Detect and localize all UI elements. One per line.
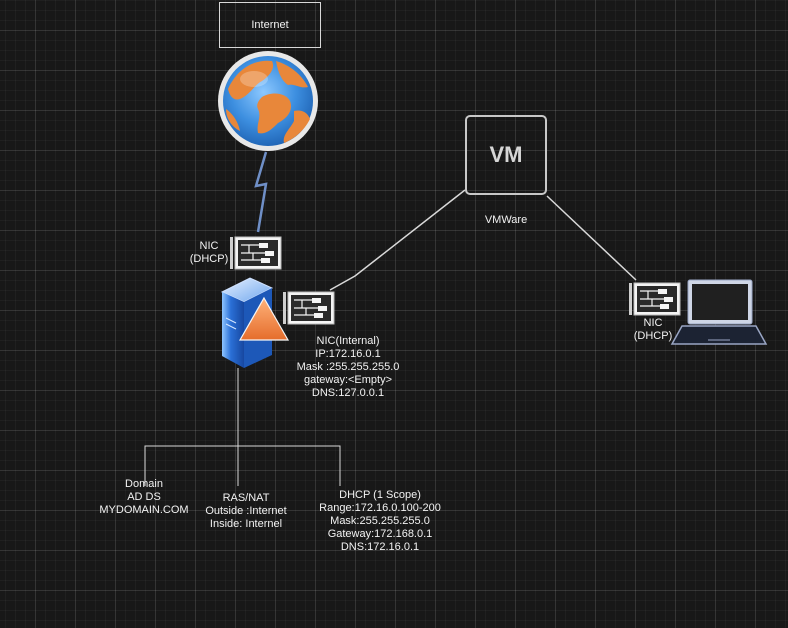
internet-node: Internet <box>219 2 321 48</box>
nic-external-line2: (DHCP) <box>189 253 229 265</box>
role-dhcp-line5: DNS:172.16.0.1 <box>340 541 420 553</box>
nic-external-label: NIC (DHCP) <box>186 240 232 266</box>
nic-internal-line4: gateway:<Empty> <box>303 374 393 386</box>
nic-client-line1: NIC <box>643 317 663 329</box>
nat-triangle-icon <box>238 296 290 341</box>
server-icon <box>220 277 290 368</box>
vm-to-laptop-line <box>546 195 637 281</box>
role-dhcp-line3: Mask:255.255.255.0 <box>330 515 430 527</box>
role-dhcp-label: DHCP (1 Scope) Range:172.16.0.100-200 Ma… <box>310 489 450 554</box>
role-rasnat-label: RAS/NAT Outside :Internet Inside: Intern… <box>196 492 296 531</box>
laptop-icon <box>670 279 768 345</box>
vm-to-server-line <box>329 189 466 291</box>
role-domain-line2: AD DS <box>127 491 161 503</box>
roles-branch-line <box>144 445 341 486</box>
nic-internal-line1: NIC(Internal) <box>316 335 380 347</box>
role-rasnat-line3: Inside: Internel <box>209 518 283 530</box>
role-dhcp-line2: Range:172.16.0.100-200 <box>319 502 441 514</box>
nic-internal-label: NIC(Internal) IP:172.16.0.1 Mask :255.25… <box>288 335 408 400</box>
role-dhcp-line4: Gateway:172.168.0.1 <box>327 528 433 540</box>
role-domain-line1: Domain <box>125 478 163 490</box>
nic-client-label: NIC (DHCP) <box>630 317 676 343</box>
connection-lines <box>144 189 637 486</box>
nic-client-line2: (DHCP) <box>633 330 673 342</box>
nic-external-card-icon <box>229 236 282 270</box>
role-domain-line3: MYDOMAIN.COM <box>99 504 189 516</box>
nic-external-line1: NIC <box>199 240 219 252</box>
nic-client-card-icon <box>628 282 681 316</box>
vm-node: VM <box>465 115 547 195</box>
vm-label: VM <box>489 142 523 167</box>
role-domain-label: Domain AD DS MYDOMAIN.COM <box>92 478 196 517</box>
nic-internal-line2: IP:172.16.0.1 <box>315 348 381 360</box>
nic-internal-line5: DNS:127.0.0.1 <box>311 387 385 399</box>
role-rasnat-line1: RAS/NAT <box>222 492 270 504</box>
internet-label: Internet <box>251 19 289 31</box>
role-dhcp-line1: DHCP (1 Scope) <box>339 489 421 501</box>
nic-internal-line3: Mask :255.255.255.0 <box>296 361 400 373</box>
nic-internal-card-icon <box>282 291 335 325</box>
role-rasnat-line2: Outside :Internet <box>205 505 287 517</box>
globe-icon <box>218 51 318 151</box>
lightning-icon <box>254 151 268 233</box>
vm-caption: VMWare <box>484 214 528 226</box>
